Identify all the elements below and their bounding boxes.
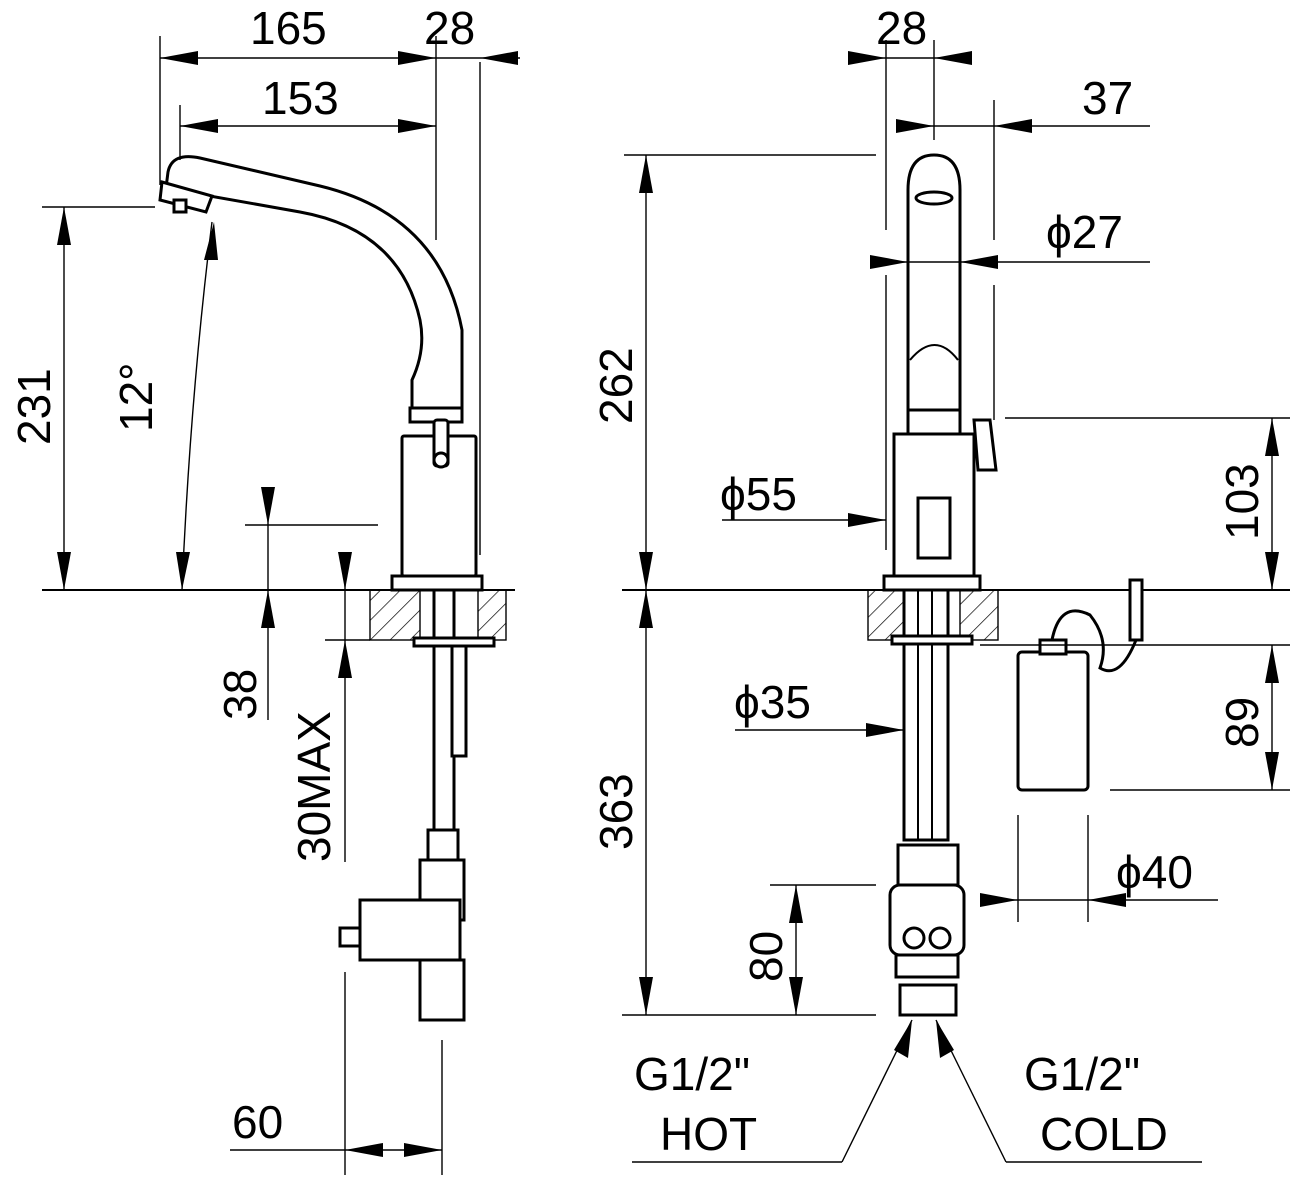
- dim-38: 38: [214, 669, 266, 720]
- dim-103: 103: [1216, 463, 1268, 540]
- valve-port-left: [902, 926, 926, 950]
- dim-30max: 30MAX: [288, 711, 340, 862]
- base-plate-side: [390, 574, 484, 592]
- cable-plug-side: [338, 926, 362, 948]
- base-plate-front: [882, 574, 982, 592]
- label-hot: HOT: [660, 1108, 757, 1160]
- spout-aerator-side: [158, 180, 214, 214]
- countertop-left-a: [369, 589, 421, 641]
- spout-highlight: [909, 344, 959, 361]
- dim-phi-40: ϕ40: [1116, 846, 1193, 898]
- collar-front: [906, 408, 962, 436]
- dim-262: 262: [590, 347, 642, 424]
- valve-bottom-side: [418, 958, 466, 1022]
- dim-363: 363: [590, 773, 642, 850]
- valve-nut-front: [894, 953, 960, 979]
- valve-top-side: [426, 828, 460, 862]
- side-view: 165 28 153 231 12° 38 30MAX 60: [8, 2, 520, 1175]
- dim-phi-35: ϕ35: [734, 676, 811, 728]
- label-hot-thread: G1/2": [634, 1048, 750, 1100]
- shank-front: [902, 588, 950, 842]
- valve-body-front: [888, 883, 966, 957]
- valve-top-front: [896, 843, 960, 887]
- countertop-left-b: [477, 589, 507, 641]
- lever-knob-side: [432, 451, 450, 469]
- battery-cap: [1038, 638, 1068, 656]
- valve-outlet-front: [898, 983, 958, 1017]
- dim-60: 60: [232, 1096, 283, 1148]
- dim-80: 80: [740, 931, 792, 982]
- countertop-right-a: [867, 589, 909, 641]
- dim-37: 37: [1082, 72, 1133, 124]
- dim-28-side: 28: [424, 2, 475, 54]
- dim-153: 153: [262, 72, 339, 124]
- dim-28-front: 28: [876, 2, 927, 54]
- sensor-window: [916, 496, 952, 560]
- dim-phi-55: ϕ55: [720, 468, 797, 520]
- label-cold-thread: G1/2": [1024, 1048, 1140, 1100]
- dim-phi-27: ϕ27: [1046, 206, 1123, 258]
- dim-165: 165: [250, 2, 327, 54]
- dim-231: 231: [8, 368, 60, 445]
- countertop-right-b: [959, 589, 999, 641]
- spout-front: [906, 153, 962, 420]
- battery-plug: [1128, 578, 1144, 642]
- dim-angle-12: 12°: [110, 362, 162, 432]
- battery-cable: [1050, 585, 1138, 673]
- battery-box: [1016, 650, 1090, 792]
- rod-side: [450, 644, 468, 758]
- label-cold: COLD: [1040, 1108, 1168, 1160]
- solenoid-side: [358, 898, 462, 962]
- lever-front: [972, 418, 998, 472]
- aerator-front: [914, 190, 954, 206]
- front-view: 28 37 ϕ27 262 ϕ55 103 363 ϕ35 89 ϕ40 80 …: [590, 2, 1290, 1163]
- clamp-plate-front: [890, 634, 974, 646]
- valve-port-right: [928, 926, 952, 950]
- aerator-tip: [172, 198, 188, 214]
- dim-89: 89: [1216, 697, 1268, 748]
